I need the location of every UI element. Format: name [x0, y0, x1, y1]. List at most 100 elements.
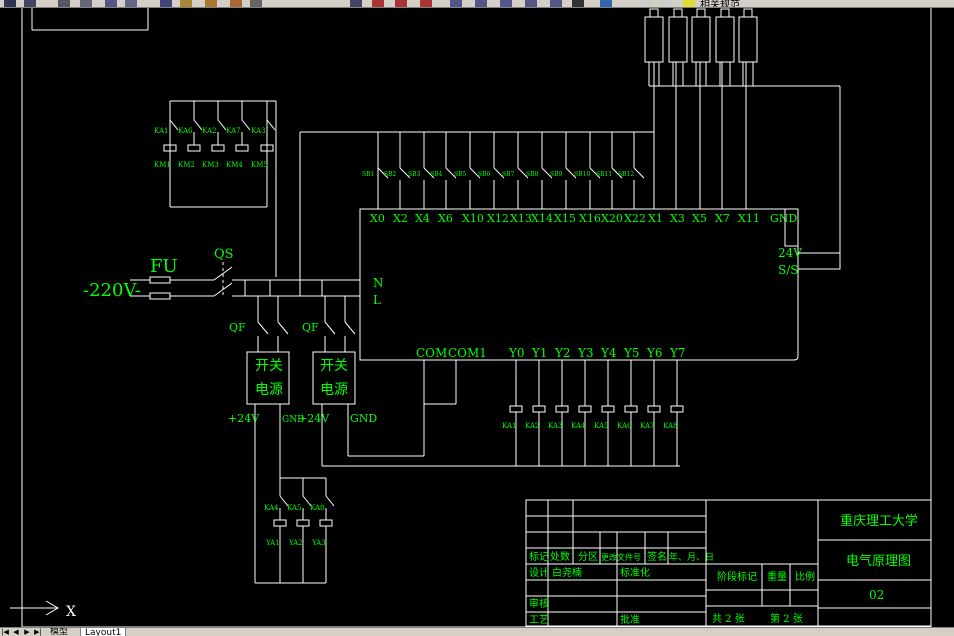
weight-label: 重量 [767, 570, 787, 583]
plc-input-x2: X2 [393, 212, 408, 225]
approve-label: 批准 [620, 613, 640, 626]
top-contact-3 [217, 119, 227, 131]
coil-2 [532, 405, 546, 413]
fuse-2 [149, 292, 171, 300]
top-coil-label-5: KM5 [251, 161, 268, 169]
plc-output-y2: Y2 [554, 346, 571, 360]
coil-label-5: KA5 [594, 422, 608, 430]
sheet-set-icon[interactable] [525, 0, 537, 7]
design-center-icon[interactable] [475, 0, 487, 7]
print-icon[interactable] [58, 0, 70, 7]
input-contact-label-3: SB3 [408, 171, 421, 178]
process-label: 工艺 [529, 614, 549, 626]
psu-1-out-pos: +24V [228, 412, 260, 425]
university-name: 重庆理工大学 [840, 513, 918, 529]
top-contact-4 [241, 119, 251, 131]
help-icon[interactable] [600, 0, 612, 7]
plc-block [359, 208, 799, 361]
tab-model[interactable]: 模型 [50, 627, 69, 636]
lamp-2 [668, 16, 688, 63]
plc-input-x14: X14 [531, 212, 553, 225]
bottom-coil-1 [273, 519, 287, 527]
layout-tab-bar: |◀ ◀ ▶ ▶| 模型 Layout1 [0, 627, 954, 636]
scale-label: 比例 [795, 570, 815, 583]
tool-palettes-icon[interactable] [500, 0, 512, 7]
plc-input-x1: X1 [648, 212, 663, 225]
top-coil-5 [260, 144, 274, 152]
layer-dropdown[interactable]: 相关规范 [700, 0, 740, 8]
layer-bulb-icon[interactable] [683, 0, 695, 7]
plc-output-y3: Y3 [577, 346, 594, 360]
input-contact-2 [399, 167, 411, 179]
bottom-contact-3 [325, 495, 335, 507]
psu-2-line1: 开关 [320, 358, 348, 374]
plc-com-label: COM [416, 346, 447, 360]
tab-layout1[interactable]: Layout1 [80, 628, 127, 636]
top-lamps [644, 8, 840, 87]
psu-wiring [254, 360, 680, 583]
plot-preview-icon[interactable] [80, 0, 92, 7]
mains-supply: -220V- FU QS [83, 131, 654, 307]
sheet-current: 第 2 张 [770, 612, 803, 625]
coil-1 [509, 405, 523, 413]
redo-icon[interactable] [230, 0, 242, 7]
copy-icon[interactable] [125, 0, 137, 7]
top-coil-3 [211, 144, 225, 152]
breakers [257, 296, 356, 352]
plc-input-x15: X15 [554, 212, 576, 225]
new-file-icon[interactable] [4, 0, 16, 7]
coil-label-8: KA8 [663, 422, 677, 430]
last-tab-button[interactable]: ▶| [34, 628, 42, 636]
input-contact-label-12: SB12 [618, 171, 634, 178]
input-contact-label-1: SB1 [362, 171, 374, 178]
undo-icon[interactable] [205, 0, 217, 7]
bottom-relay-frame [255, 477, 326, 584]
standardization-label: 标准化 [620, 566, 650, 579]
match-properties-icon[interactable] [180, 0, 192, 7]
pan-icon[interactable] [250, 0, 262, 7]
plc-input-x7: X7 [715, 212, 730, 225]
plc-output-y5: Y5 [623, 346, 640, 360]
bottom-contact-label-3: KA8 [310, 504, 324, 512]
fuse-label: FU [150, 256, 178, 277]
plc-output-y0: Y0 [508, 346, 525, 360]
input-contact-6 [493, 167, 505, 179]
top-contact-label-1: KA1 [154, 127, 168, 135]
next-tab-button[interactable]: ▶ [24, 628, 30, 636]
title-block-text: 重庆理工大学 电气原理图 02 标记 处数 分区 更改文件号 签名 年、月、日 … [529, 513, 918, 626]
design-label: 设计 [529, 566, 549, 579]
paste-icon[interactable] [160, 0, 172, 7]
zoom-extents-icon[interactable] [420, 0, 432, 7]
hdr-sign: 签名 [647, 550, 667, 563]
plc-power-terminals: 24V S/S [778, 86, 841, 277]
zoom-realtime-icon[interactable] [350, 0, 362, 7]
calculator-icon[interactable] [572, 0, 584, 7]
cut-icon[interactable] [105, 0, 117, 7]
layer-manager-icon[interactable] [640, 0, 652, 7]
bottom-coil-label-1: YA1 [265, 539, 280, 547]
first-tab-button[interactable]: |◀ [1, 628, 9, 636]
properties-icon[interactable] [450, 0, 462, 7]
coil-4 [578, 405, 592, 413]
zoom-previous-icon[interactable] [395, 0, 407, 7]
input-contact-8 [541, 167, 553, 179]
lamp-4 [715, 16, 735, 63]
ucs-x-label: X [66, 604, 76, 620]
top-contact-label-4: KA7 [226, 127, 240, 135]
plc-output-y1: Y1 [531, 346, 548, 360]
open-file-icon[interactable] [24, 0, 36, 7]
breaker-1-label: QF [229, 321, 246, 334]
markup-icon[interactable] [550, 0, 562, 7]
prev-tab-button[interactable]: ◀ [13, 628, 19, 636]
layer-state-icon[interactable] [660, 0, 672, 7]
sheets-total: 共 2 张 [712, 613, 745, 625]
coil-5 [601, 405, 615, 413]
zoom-window-icon[interactable] [372, 0, 384, 7]
input-contact-label-5: SB5 [454, 171, 467, 178]
plc-input-x0: X0 [370, 212, 385, 225]
plc-n-label: N [373, 276, 384, 290]
top-coil-2 [187, 144, 201, 152]
